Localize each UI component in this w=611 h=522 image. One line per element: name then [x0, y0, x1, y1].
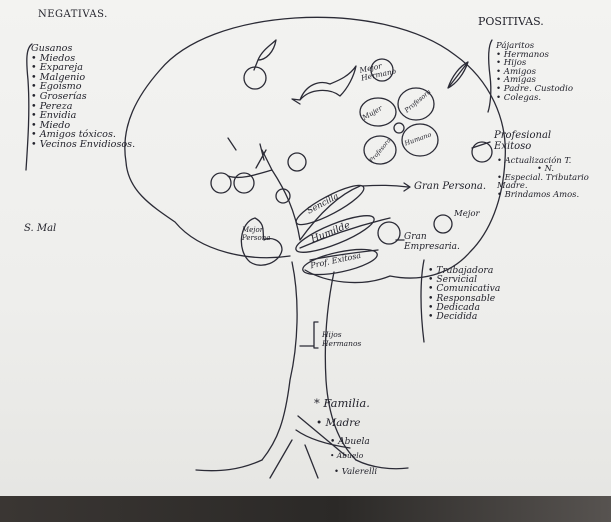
negatives-heading: NEGATIVAS. — [38, 10, 108, 20]
negatives-item: • Vecinos Envidiosos. — [31, 140, 135, 150]
positives-item: • Colegas. — [496, 94, 573, 103]
positives-bracket — [488, 40, 492, 112]
gran-persona-label: Gran Persona. — [414, 182, 486, 192]
leaf-right — [448, 62, 468, 88]
positives-heading: POSITIVAS. — [478, 16, 544, 27]
trunk-label: Hijos Hermanos — [322, 330, 362, 348]
leaf-top — [254, 40, 276, 70]
positives-list: Pájaritos • Hermanos • Hijos • Amigos • … — [496, 42, 573, 102]
qualities-bracket — [421, 260, 424, 342]
family-item-valerelli: • Valerelli — [334, 468, 377, 477]
family-item-abuelo: • Abuelo — [330, 452, 363, 460]
negatives-list: Gusanos • Miedos • Expareja • Malgenio •… — [31, 44, 135, 150]
qualities-list: • Trabajadora • Servicial • Comunicativa… — [428, 266, 500, 321]
fruit-label-mejor-persona: Mejor Persona — [242, 226, 278, 242]
paper-sheet: NEGATIVAS. POSITIVAS. Gusanos • Miedos •… — [0, 0, 611, 496]
trunk-bracket — [300, 322, 318, 348]
professional-list: • Actualización T. • N. • Especial. Trib… — [497, 156, 589, 198]
family-item-abuela: • Abuela — [330, 438, 370, 447]
arrow-gran-persona — [362, 183, 410, 191]
tree-trunk-left — [262, 262, 297, 460]
bird — [292, 66, 356, 104]
mejor-label: Mejor — [454, 210, 480, 219]
negatives-extra: S. Mal — [24, 224, 56, 234]
professional-title: Profesional Exitoso — [494, 130, 574, 152]
professional-item: • Brindamos Amos. — [497, 190, 589, 198]
table-edge — [0, 496, 611, 522]
qualities-item: • Decidida — [428, 312, 500, 321]
tree-trunk-right — [325, 272, 356, 460]
family-item-madre: • Madre — [316, 418, 361, 429]
fruit-stems — [228, 138, 490, 168]
gran-empresaria-label: Gran Empresaria. — [404, 232, 468, 252]
flower — [360, 88, 438, 164]
family-title: * Familia. — [314, 398, 370, 410]
